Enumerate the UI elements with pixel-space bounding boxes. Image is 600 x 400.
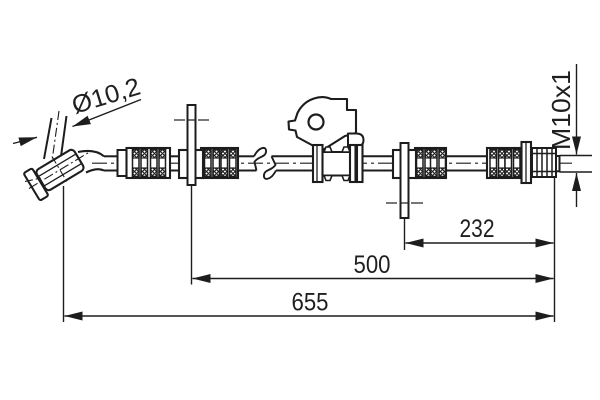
middle-fitting-crimp xyxy=(340,146,352,153)
bracket-1-plate xyxy=(186,104,197,186)
middle-fitting-right-flange xyxy=(348,143,357,184)
fitting-neck-edge xyxy=(43,117,53,160)
middle-fitting-crimp xyxy=(322,174,334,182)
middle-fitting xyxy=(311,143,364,184)
middle-fitting-right-flange xyxy=(355,143,364,184)
fitting-neck-edge xyxy=(59,115,68,161)
left-end-fitting xyxy=(23,110,105,202)
arrow-diameter-far-side xyxy=(12,136,38,147)
hose-tube-segments xyxy=(104,155,488,172)
crimp-sleeve-1 xyxy=(116,146,172,180)
hose-break-symbol xyxy=(253,146,277,180)
fitting-elbow xyxy=(77,149,105,158)
fitting-hex-flat xyxy=(37,153,77,178)
middle-fitting-body xyxy=(321,151,353,177)
crimp-sleeve-2 xyxy=(199,146,240,180)
dim-500-label: 500 xyxy=(354,251,391,279)
bracket-2 xyxy=(386,142,423,219)
crimp-sleeve-3 xyxy=(413,146,448,180)
middle-bracket xyxy=(287,96,365,152)
crimp-sleeve-4 xyxy=(485,146,523,180)
dim-655-label: 655 xyxy=(292,289,329,317)
middle-bracket-hole xyxy=(307,113,325,131)
bracket-2-plate xyxy=(399,142,410,219)
dimension-system xyxy=(12,64,592,322)
thread-callout-label: M10x1 xyxy=(546,70,576,150)
fitting-axis-centerline xyxy=(28,150,93,189)
middle-fitting-left-flange xyxy=(311,143,324,184)
fitting-neck-centerline xyxy=(50,110,60,169)
right-end-fitting xyxy=(520,140,561,185)
fitting-cap-centerline xyxy=(24,177,42,183)
middle-fitting-crimp xyxy=(322,146,334,153)
leader-line-diameter xyxy=(72,98,142,128)
fitting-cross-centerline xyxy=(51,156,69,184)
bracket-1 xyxy=(174,104,209,186)
fitting-elbow xyxy=(85,168,105,174)
dim-232-label: 232 xyxy=(460,215,495,243)
middle-fitting-crimp xyxy=(340,174,352,182)
